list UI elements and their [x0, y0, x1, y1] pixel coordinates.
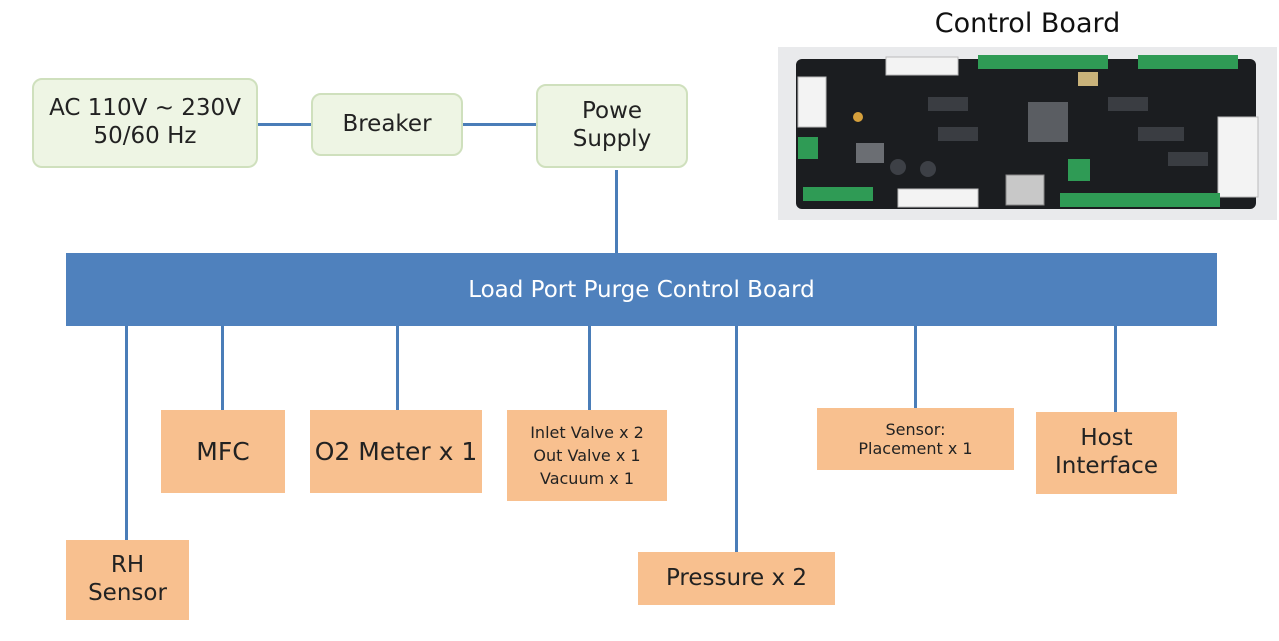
control-board-bus-label: Load Port Purge Control Board [468, 276, 815, 303]
vacuum-text: Vacuum x 1 [540, 469, 634, 489]
mfc-box: MFC [161, 410, 285, 493]
ac-frequency-text: 50/60 Hz [93, 123, 197, 149]
sensor-connector [914, 326, 917, 408]
breaker-box: Breaker [311, 93, 463, 156]
rh-connector [125, 326, 128, 540]
rh-line2: Sensor [88, 580, 167, 606]
ac-voltage-text: AC 110V ~ 230V [49, 95, 241, 122]
pressure-connector [735, 326, 738, 552]
breaker-to-supply-connector [463, 123, 536, 126]
placement-sensor-box: Sensor: Placement x 1 [817, 408, 1014, 470]
out-valve-text: Out Valve x 1 [533, 445, 641, 465]
power-supply-box: Powe Supply [536, 84, 688, 168]
host-line1: Host [1080, 425, 1133, 452]
host-line2: Interface [1055, 453, 1158, 479]
rh-sensor-box: RH Sensor [66, 540, 189, 620]
breaker-text: Breaker [342, 110, 432, 137]
control-board-photo-title: Control Board [934, 8, 1121, 39]
mfc-connector [221, 326, 224, 410]
pressure-box: Pressure x 2 [638, 552, 835, 605]
mfc-text: MFC [196, 436, 250, 466]
o2-meter-text: O2 Meter x 1 [314, 436, 478, 466]
power-supply-line2: Supply [572, 126, 652, 152]
control-board-bus: Load Port Purge Control Board [66, 253, 1217, 326]
host-connector [1114, 326, 1117, 412]
host-interface-box: Host Interface [1036, 412, 1177, 494]
supply-to-bus-connector [615, 170, 618, 253]
power-supply-line1: Powe [581, 98, 643, 125]
o2-connector [396, 326, 399, 410]
o2-meter-box: O2 Meter x 1 [310, 410, 482, 493]
ac-to-breaker-connector [258, 123, 311, 126]
rh-line1: RH [110, 552, 145, 579]
valves-box: Inlet Valve x 2 Out Valve x 1 Vacuum x 1 [507, 410, 667, 501]
inlet-valve-text: Inlet Valve x 2 [530, 422, 644, 442]
sensor-line2: Placement x 1 [858, 439, 973, 458]
pressure-text: Pressure x 2 [665, 564, 808, 591]
ac-input-box: AC 110V ~ 230V 50/60 Hz [32, 78, 258, 168]
control-board-photo [778, 47, 1277, 220]
valves-connector [588, 326, 591, 410]
sensor-line1: Sensor: [885, 419, 946, 439]
